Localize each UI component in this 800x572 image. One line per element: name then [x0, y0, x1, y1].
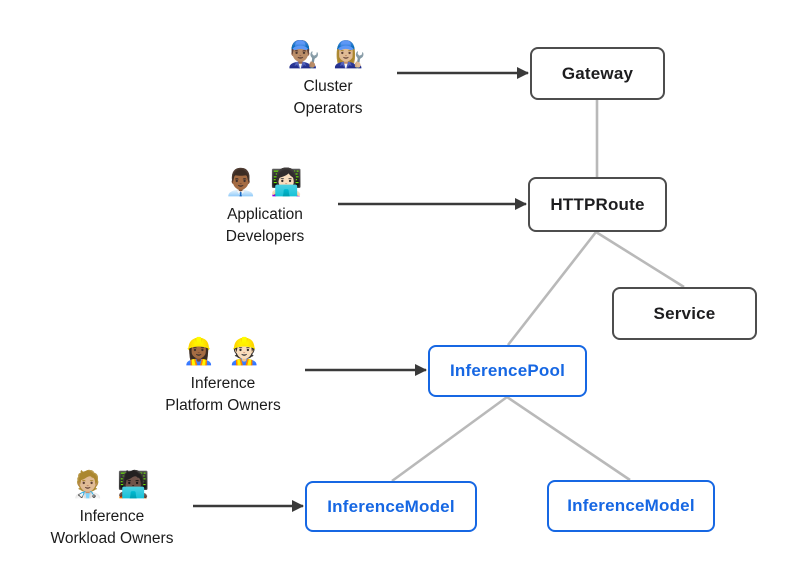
persona-inference-workload-owners: 🧑🏼‍⚕️ 🧑🏿‍💻 Inference Workload Owners: [27, 470, 197, 550]
persona-label-line: Operators: [293, 99, 363, 117]
node-inferencemodel-left: InferenceModel: [305, 481, 477, 532]
developers-emoji: 👨🏾‍💼 👩🏻‍💻: [224, 167, 306, 197]
persona-label-line: Platform Owners: [165, 396, 281, 414]
persona-label-line: Application: [227, 205, 303, 223]
workload-owners-emoji: 🧑🏼‍⚕️ 🧑🏿‍💻: [71, 469, 153, 499]
persona-application-developers: 👨🏾‍💼 👩🏻‍💻 Application Developers: [195, 168, 335, 248]
edge-inferencepool-inferencemodel-right: [506, 395, 631, 482]
node-service: Service: [612, 287, 757, 340]
node-inferencepool: InferencePool: [428, 345, 587, 397]
edge-httproute-service: [595, 230, 685, 289]
mechanics-emoji: 👨🏽‍🔧 👩🏼‍🔧: [287, 39, 369, 69]
construction-workers-emoji: 👷🏾‍♀️ 👷🏻: [182, 336, 264, 366]
persona-inference-platform-owners: 👷🏾‍♀️ 👷🏻 Inference Platform Owners: [143, 337, 303, 417]
persona-label-line: Cluster: [303, 77, 353, 95]
persona-cluster-operators: 👨🏽‍🔧 👩🏼‍🔧 Cluster Operators: [252, 40, 404, 120]
node-httproute: HTTPRoute: [528, 177, 667, 232]
edge-httproute-inferencepool: [506, 231, 598, 346]
persona-label-line: Developers: [225, 227, 305, 245]
persona-label-line: Inference: [190, 374, 256, 392]
persona-label-line: Inference: [79, 507, 145, 525]
persona-label-line: Workload Owners: [50, 529, 174, 547]
node-inferencemodel-right: InferenceModel: [547, 480, 715, 532]
node-gateway: Gateway: [530, 47, 665, 100]
edge-inferencepool-inferencemodel-left: [391, 395, 508, 483]
